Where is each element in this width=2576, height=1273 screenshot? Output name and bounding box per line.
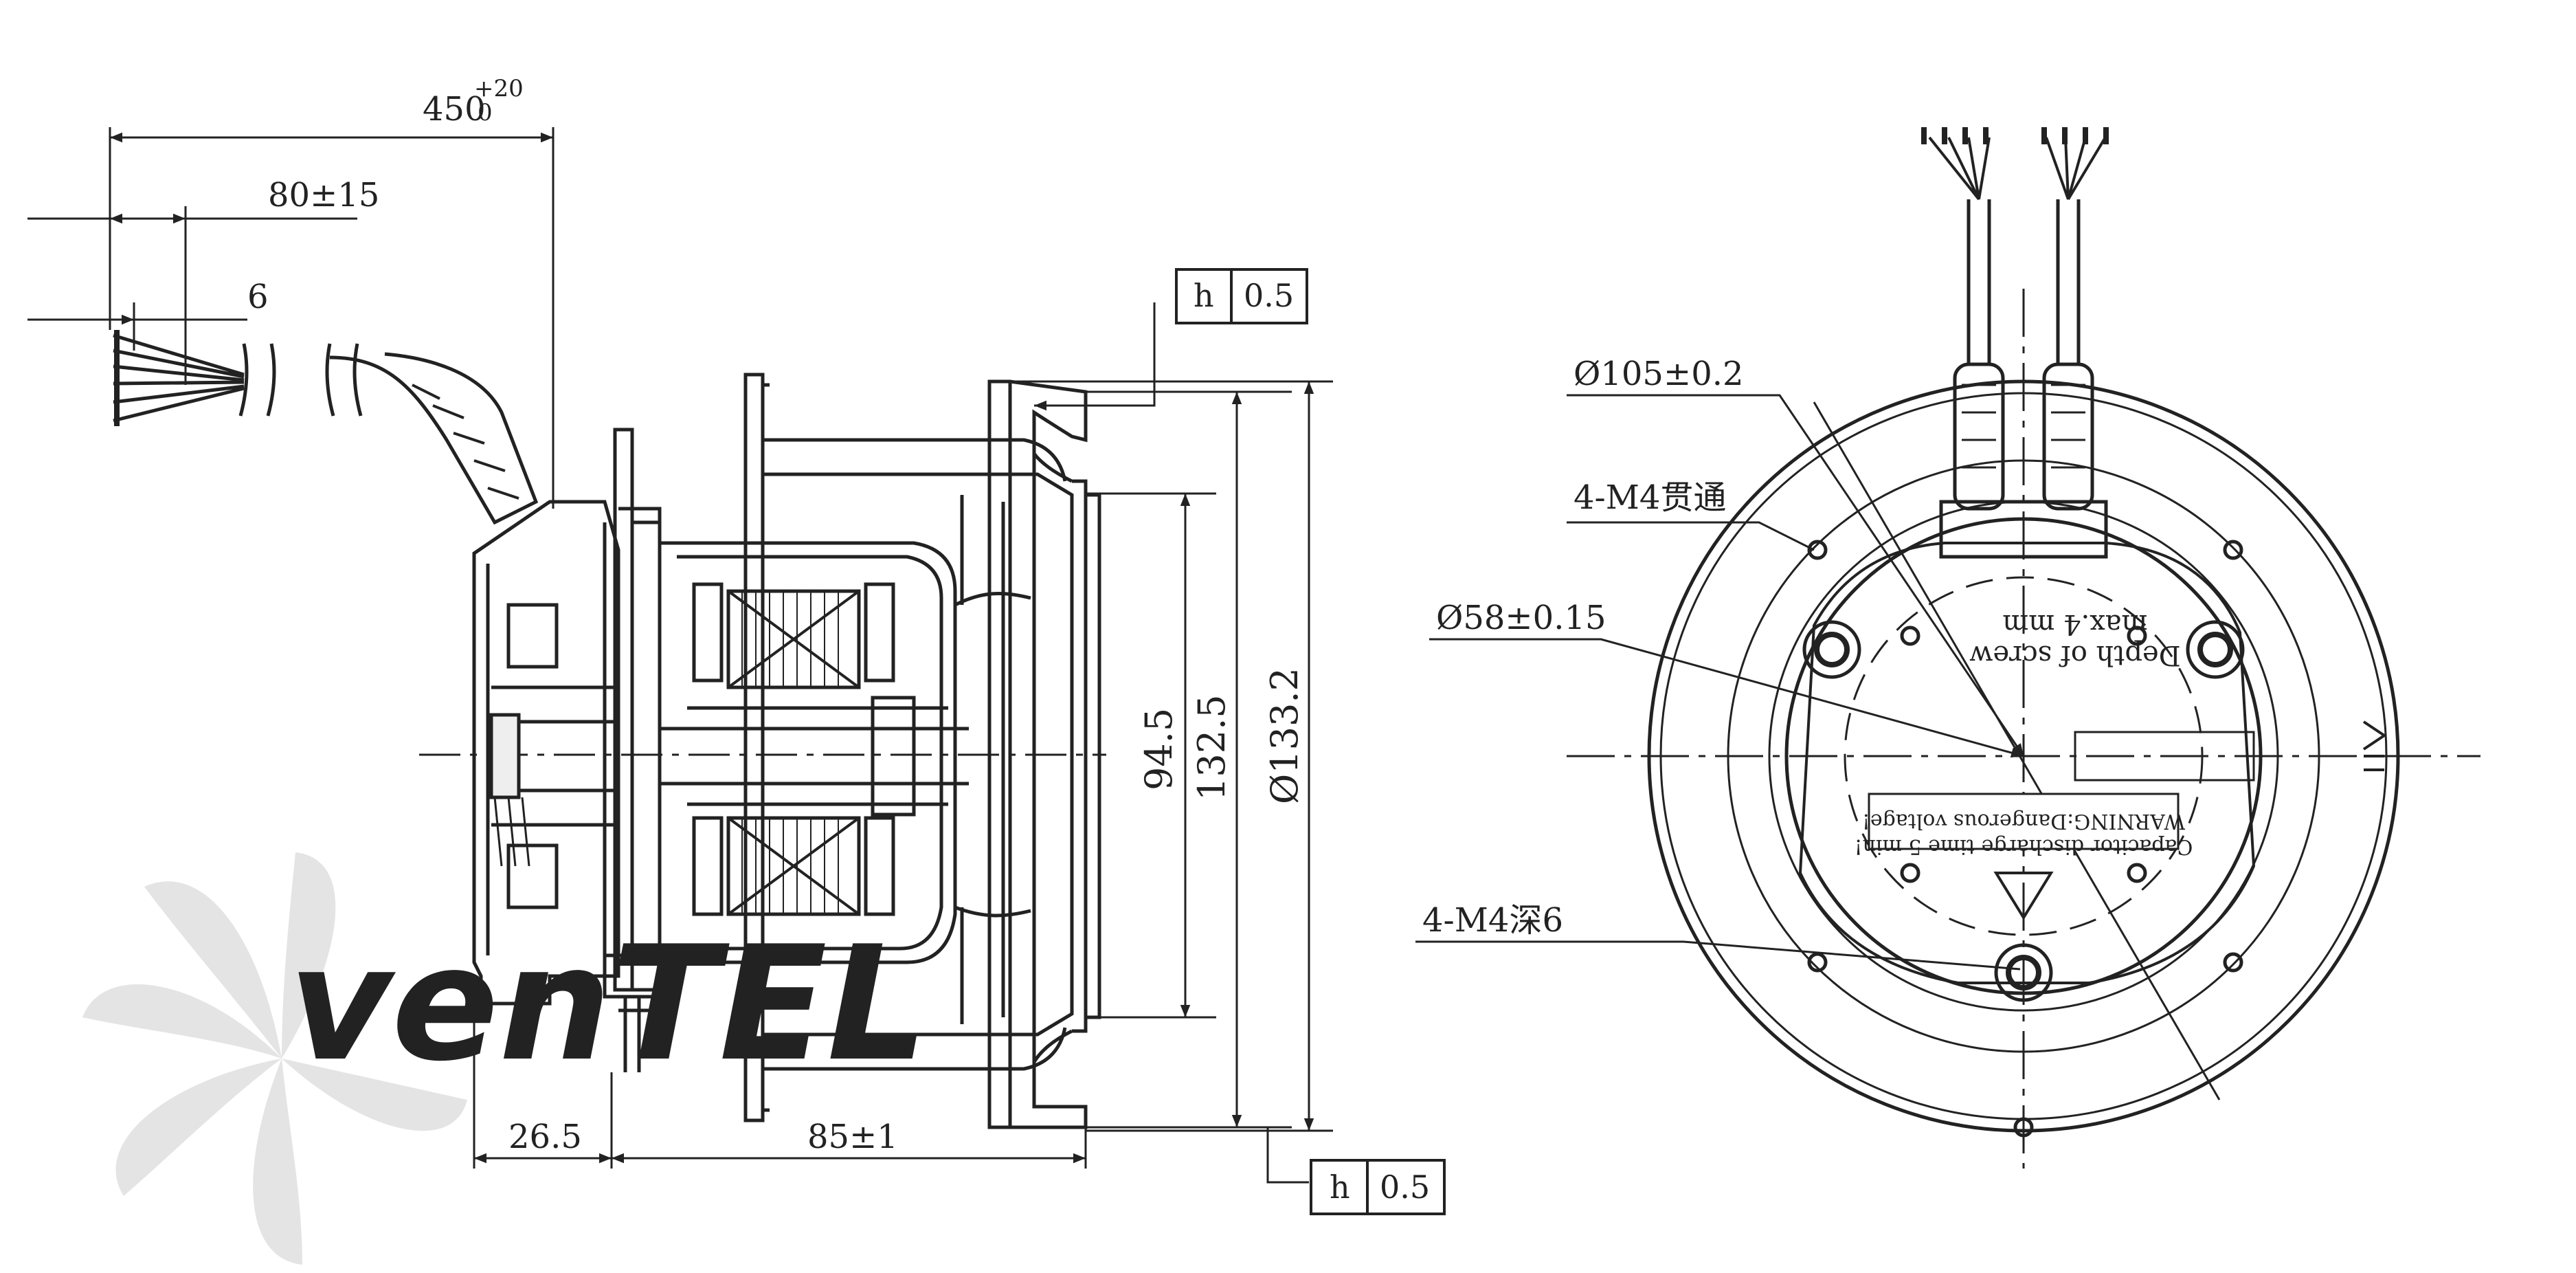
dim-cable-tol-upper: +20 [474,75,524,102]
rear-leaders [1415,394,2025,971]
depth-label-line-2: max.4 mm [2002,608,2147,640]
side-dimensions [27,127,1333,1184]
dim-mid-dia: 132.5 [1190,694,1233,801]
cable-leads [113,330,539,525]
tolerance-box-top: h 0.5 [1175,268,1308,324]
dim-outer-dia: Ø133.2 [1263,667,1306,804]
callout-blind-holes: 4-M4深6 [1422,901,1563,940]
callout-bolt-circle: Ø105±0.2 [1573,355,1744,393]
dim-motor-length: 85±1 [807,1118,898,1156]
depth-label-line-1: Depth of screw [1969,639,2180,671]
tol-bottom-value: 0.5 [1380,1169,1430,1206]
tol-top-symbol: h [1194,277,1214,314]
warning-label-plate: WARNING:Dangerous voltage! Capacitor dis… [1855,793,2193,859]
warning-label-line-2: Capacitor discharge time 5 min! [1855,834,2193,859]
tolerance-box-bottom: h 0.5 [1310,1159,1446,1215]
warning-label-line-1: WARNING:Dangerous voltage! [1862,809,2185,833]
dim-cable-length: 450 [423,90,486,129]
callout-through-holes: 4-M4贯通 [1573,478,1726,517]
depth-label-plate: Depth of screw max.4 mm [1969,608,2180,671]
watermark-text: venTEL [289,913,928,1096]
watermark: venTEL [82,852,928,1265]
fan-logo-icon [82,852,467,1265]
tol-top-value: 0.5 [1244,277,1294,314]
dim-wire-end: 6 [247,278,269,316]
rear-view [1415,127,2480,1169]
tol-bottom-symbol: h [1330,1169,1350,1206]
rear-callouts: Ø105±0.2 4-M4贯通 Ø58±0.15 4-M4深6 [1422,355,1744,940]
dim-strip-length: 80±15 [268,176,379,214]
side-dimension-labels: 450 +20 0 80±15 6 94.5 132.5 Ø133.2 26.5… [247,75,1306,1156]
callout-hub-dia: Ø58±0.15 [1436,599,1606,637]
dim-cable-tol-lower: 0 [478,99,493,126]
dim-hub-offset: 26.5 [508,1118,582,1156]
side-view [27,127,1333,1184]
dim-inner-dia: 94.5 [1137,708,1180,790]
